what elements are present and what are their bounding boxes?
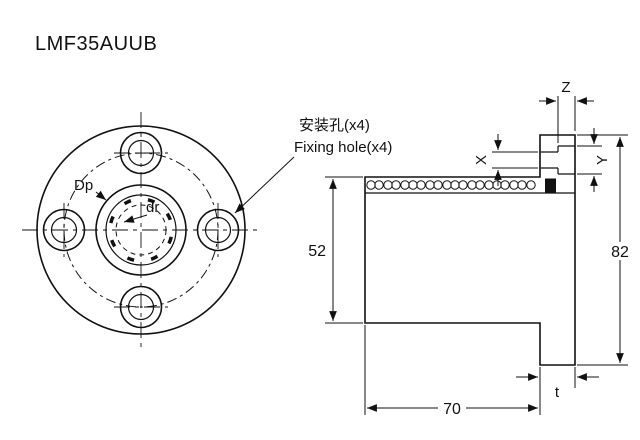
dim-70-label-bg <box>438 399 466 416</box>
shaft-bore-circle <box>105 194 177 266</box>
dimensions: Z X Y 52 <box>308 79 635 418</box>
fixing-hole-left <box>42 203 86 257</box>
dim-82-label: 82 <box>611 244 629 261</box>
fixing-hole-bottom <box>114 285 168 329</box>
dim-x: X <box>473 134 538 186</box>
dim-y-label: Y <box>594 155 611 165</box>
shaft-bore-label: dr <box>146 199 159 216</box>
dim-82-label-bg <box>605 242 635 260</box>
dim-z: Z <box>539 79 594 143</box>
dim-70: 70 <box>364 325 541 418</box>
dim-82: 82 <box>577 134 635 366</box>
seal-block <box>545 178 556 193</box>
side-view <box>364 134 576 366</box>
center-bore <box>95 184 187 276</box>
fixing-hole-annotation: 安装孔(x4) Fixing hole(x4) <box>234 117 392 214</box>
dim-x-label: X <box>473 155 490 165</box>
dim-y: Y <box>577 128 611 192</box>
front-view: Dp dr <box>22 112 260 348</box>
inner-dashed-circle <box>115 204 167 256</box>
dim-t: t <box>516 367 599 401</box>
dim-52-label: 52 <box>308 243 326 260</box>
dim-t-label: t <box>555 384 560 401</box>
dim-52: 52 <box>308 176 363 324</box>
pitch-circle-label: Dp <box>74 177 93 194</box>
body-flange-outline <box>364 134 576 366</box>
fixing-hole-top <box>114 131 168 175</box>
ball-row <box>366 180 536 190</box>
annotation-cn: 安装孔(x4) <box>299 117 370 134</box>
annotation-leader <box>234 156 295 214</box>
fixing-hole-right <box>196 203 240 257</box>
annotation-en: Fixing hole(x4) <box>294 139 392 156</box>
bore-outer-circle <box>95 184 187 276</box>
dim-70-label: 70 <box>443 401 461 418</box>
shaft-bore-leader <box>123 214 148 223</box>
bolt-pitch-circle <box>63 152 219 308</box>
flange-hole-section <box>540 145 575 175</box>
ball-track-ticks <box>108 197 174 263</box>
pitch-circle-leader <box>95 190 107 201</box>
flange-outer-circle <box>36 125 246 335</box>
dim-z-label: Z <box>561 79 570 96</box>
part-number: LMF35AUUB <box>35 33 157 55</box>
